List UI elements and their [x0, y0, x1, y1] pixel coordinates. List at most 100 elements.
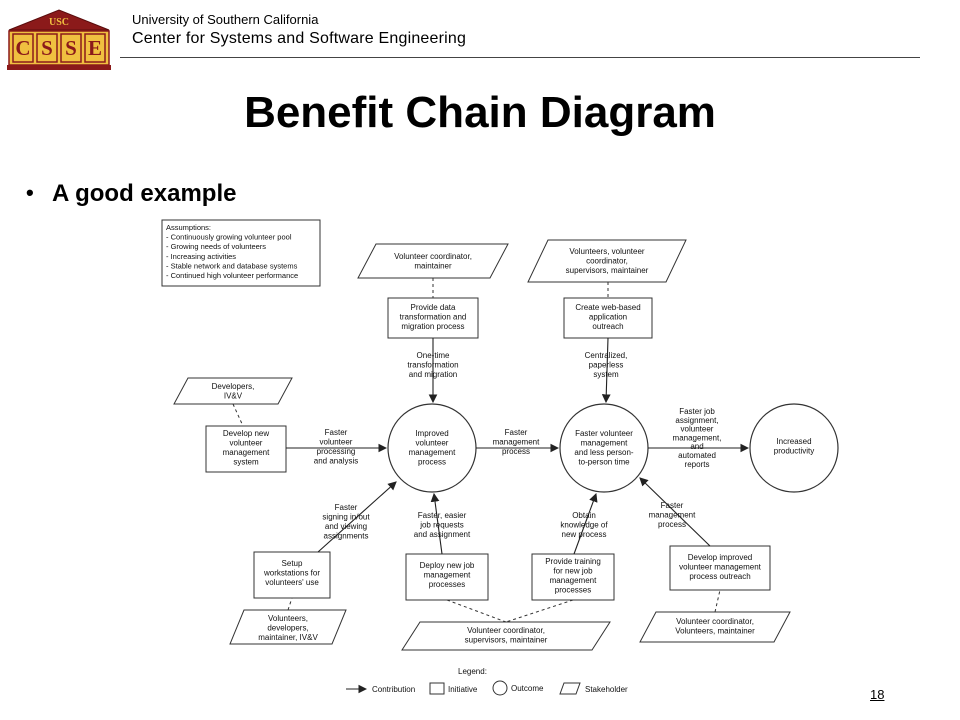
top-left-line: maintainer: [414, 262, 452, 271]
label-faster-job-line: reports: [685, 460, 710, 469]
web-outreach-line: outreach: [592, 322, 623, 331]
label-faster-signing-line: assignments: [324, 532, 369, 541]
deploy-job-line: management: [424, 571, 471, 580]
label-faster-easier-line: Faster, easier: [418, 511, 467, 520]
assumptions-line: - Continued high volunteer performance: [166, 271, 298, 280]
label-centralized-line: Centralized,: [585, 351, 628, 360]
bottom-left-line: maintainer, IV&V: [258, 633, 318, 642]
label-faster-signing-line: Faster: [335, 503, 358, 512]
label-faster-process-line: management: [493, 438, 540, 447]
label-obtain-knowledge-line: Obtain: [572, 511, 596, 520]
label-faster-job-line: management,: [673, 433, 722, 442]
provide-training-line: for new job: [553, 567, 593, 576]
provide-training-line: management: [550, 576, 597, 585]
bottom-right-line: Volunteer coordinator,: [676, 617, 754, 626]
svg-text:S: S: [41, 36, 53, 60]
assumptions-line: - Increasing activities: [166, 252, 236, 261]
develop-outreach-line: process outreach: [689, 572, 750, 581]
label-faster-easier-line: job requests: [419, 521, 464, 530]
top-left-line: Volunteer coordinator,: [394, 252, 472, 261]
center-name: Center for Systems and Software Engineer…: [132, 30, 467, 47]
label-one-time-line: One-time: [417, 351, 450, 360]
develop-outreach-line: volunteer management: [679, 563, 762, 572]
label-faster-job: Faster jobassignment,volunteermanagement…: [673, 407, 722, 469]
label-faster-easier-line: and assignment: [414, 530, 471, 539]
setup-workstations-line: volunteers' use: [265, 578, 319, 587]
label-faster-signing-line: and viewing: [325, 522, 367, 531]
web-outreach-line: Create web-based: [575, 303, 640, 312]
bottom-center-line: Volunteer coordinator,: [467, 626, 545, 635]
productivity-line: Increased: [776, 437, 811, 446]
productivity-line: productivity: [774, 447, 814, 456]
benefit-chain-diagram: Assumptions:- Continuously growing volun…: [161, 219, 839, 696]
stakeholder-left: Developers,IV&V: [173, 377, 293, 405]
bottom-left-line: Volunteers,: [268, 614, 308, 623]
university-name: University of Southern California: [132, 12, 319, 27]
bullet-text: A good example: [52, 180, 237, 207]
svg-text:Legend:: Legend:: [458, 667, 487, 676]
svg-text:Outcome: Outcome: [511, 684, 544, 693]
label-faster-processing-line: Faster: [325, 428, 348, 437]
label-faster-process-line: Faster: [505, 428, 528, 437]
stakeholder-links: [232, 278, 721, 623]
develop-system-line: system: [233, 458, 259, 467]
top-right-line: supervisors, maintainer: [566, 266, 649, 275]
deploy-job-line: processes: [429, 580, 465, 589]
bottom-left-line: developers,: [267, 624, 308, 633]
top-right-line: coordinator,: [586, 257, 628, 266]
svg-text:S: S: [65, 36, 77, 60]
develop-outreach-line: Develop improved: [688, 553, 752, 562]
label-centralized-line: paperless: [589, 361, 624, 370]
label-faster-mgmt-process-line: Faster: [661, 501, 684, 510]
stakeholder-bottom-right: Volunteer coordinator,Volunteers, mainta…: [639, 611, 791, 643]
label-faster-processing-line: volunteer: [320, 438, 353, 447]
provide-training-line: Provide training: [545, 557, 601, 566]
logo-letter-4: E: [84, 33, 106, 63]
logo-letter-1: C: [12, 33, 34, 63]
label-faster-processing-line: processing: [317, 447, 356, 456]
assumptions-line: - Continuously growing volunteer pool: [166, 233, 292, 242]
assumptions-line: Assumptions:: [166, 223, 211, 232]
bottom-center-line: supervisors, maintainer: [465, 636, 548, 645]
stakeholder-top-left: Volunteer coordinator,maintainer: [357, 243, 509, 279]
setup-workstations-line: Setup: [282, 559, 303, 568]
svg-text:Initiative: Initiative: [448, 685, 478, 694]
label-obtain-knowledge-line: new process: [562, 530, 607, 539]
label-faster-processing-line: and analysis: [314, 457, 358, 466]
left-line: Developers,: [212, 382, 255, 391]
logo-letter-2: S: [36, 33, 58, 63]
label-centralized-line: system: [593, 370, 619, 379]
stakeholder-top-right: Volunteers, volunteercoordinator,supervi…: [527, 239, 687, 283]
develop-system-line: volunteer: [230, 439, 263, 448]
bottom-right-line: Volunteers, maintainer: [675, 627, 755, 636]
top-right-line: Volunteers, volunteer: [569, 247, 644, 256]
contribution-arrows: [286, 337, 750, 555]
label-faster-mgmt-process-line: management: [649, 511, 696, 520]
logo-usc-text: USC: [49, 17, 69, 28]
develop-system-line: Develop new: [223, 429, 269, 438]
label-obtain-knowledge-line: knowledge of: [560, 521, 608, 530]
faster-mgmt-line: management: [581, 439, 628, 448]
faster-mgmt-line: and less person-: [574, 448, 633, 457]
label-one-time-line: and migration: [409, 370, 457, 379]
page-number: 18: [870, 687, 885, 702]
develop-system-line: management: [223, 448, 270, 457]
left-line: IV&V: [224, 392, 243, 401]
bullet-marker: •: [26, 180, 34, 205]
improved-line: volunteer: [416, 439, 449, 448]
improved-line: management: [409, 448, 456, 457]
svg-text:Stakeholder: Stakeholder: [585, 685, 628, 694]
deploy-job-line: Deploy new job: [420, 561, 475, 570]
